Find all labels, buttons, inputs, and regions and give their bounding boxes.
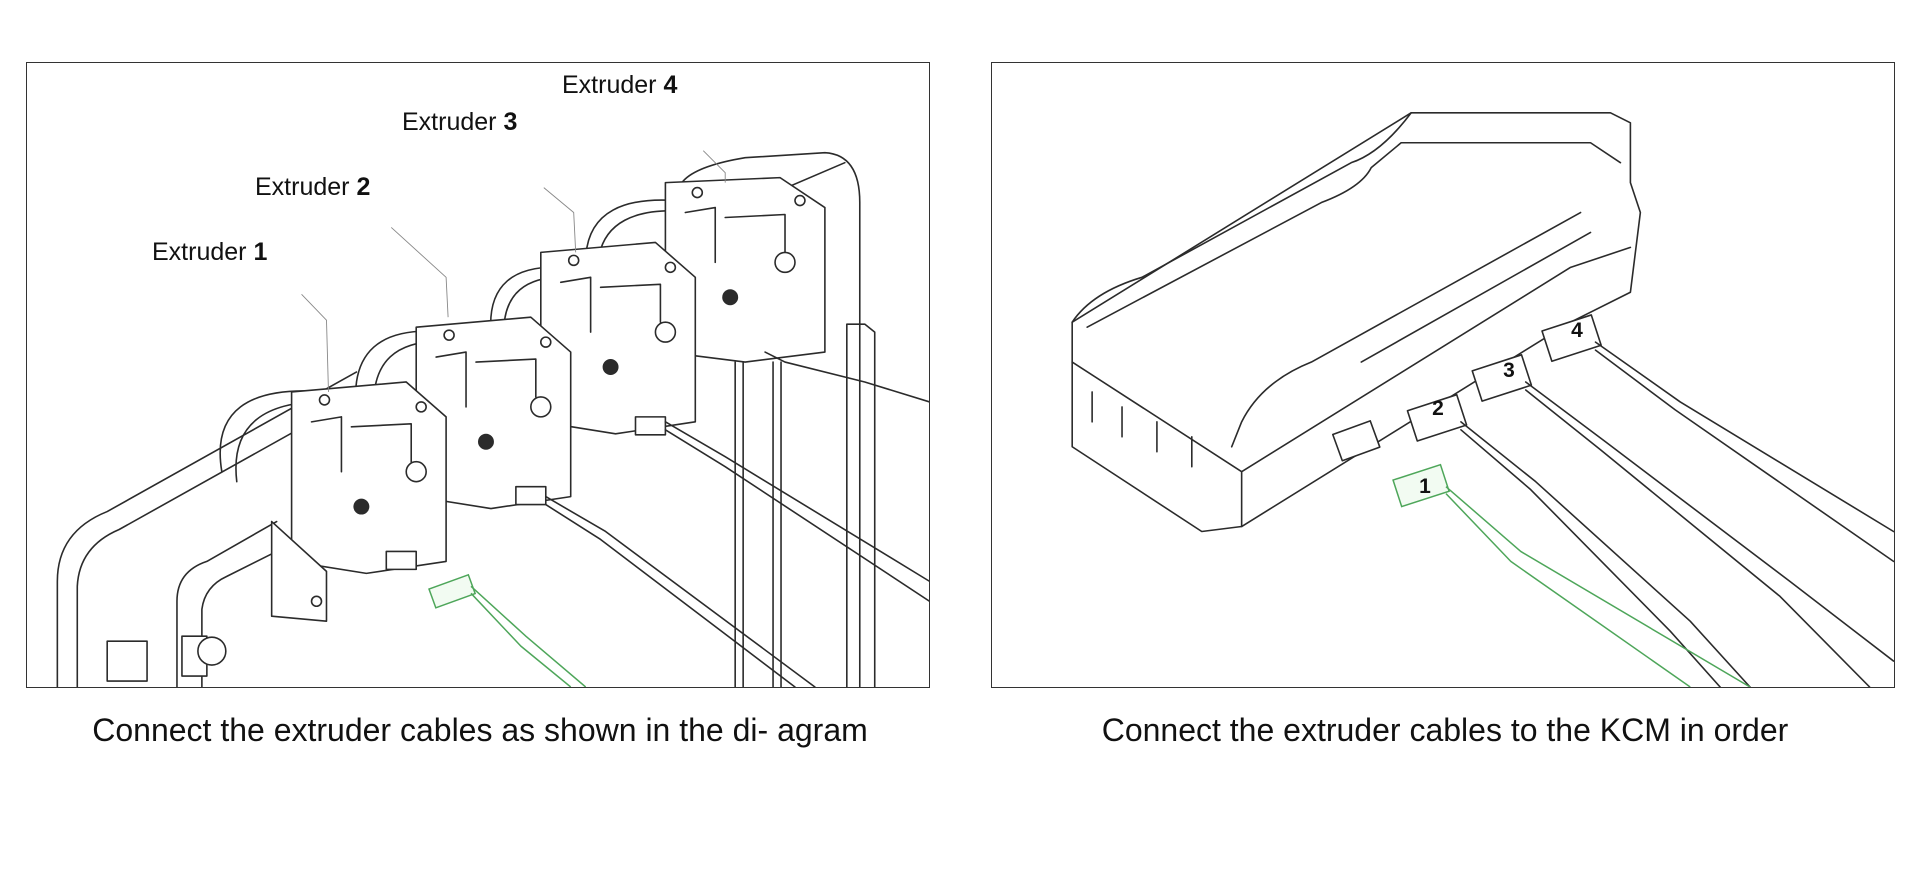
callout-extruder-4: Extruder 4 [562,71,677,100]
callout-number: 3 [503,108,518,136]
callout-label: Extruder [152,238,247,266]
callout-label: Extruder [562,71,657,99]
callout-extruder-3: Extruder 3 [402,108,517,137]
port-label-3: 3 [1503,359,1515,382]
port-label-2: 2 [1432,397,1444,420]
callout-label: Extruder [402,108,497,136]
right-caption: Connect the extruder cables to the KCM i… [1101,712,1789,748]
kcm-connection-diagram: 1 2 3 4 [991,62,1895,688]
callout-number: 4 [663,71,678,99]
port-label-1: 1 [1419,475,1431,498]
callout-extruder-2: Extruder 2 [255,173,370,202]
port-label-4: 4 [1571,319,1583,342]
left-caption: Connect the extruder cables as shown in … [92,712,868,748]
callout-number: 2 [356,173,371,201]
callout-extruder-1: Extruder 1 [152,238,267,267]
kcm-module-illustration [1071,112,1894,687]
callout-number: 1 [253,238,268,266]
extruder-assembly-diagram: Extruder 1 Extruder 2 Extruder 3 Extrude… [26,62,930,688]
callout-label: Extruder [255,173,350,201]
extruder-assembly-illustration [56,150,929,687]
